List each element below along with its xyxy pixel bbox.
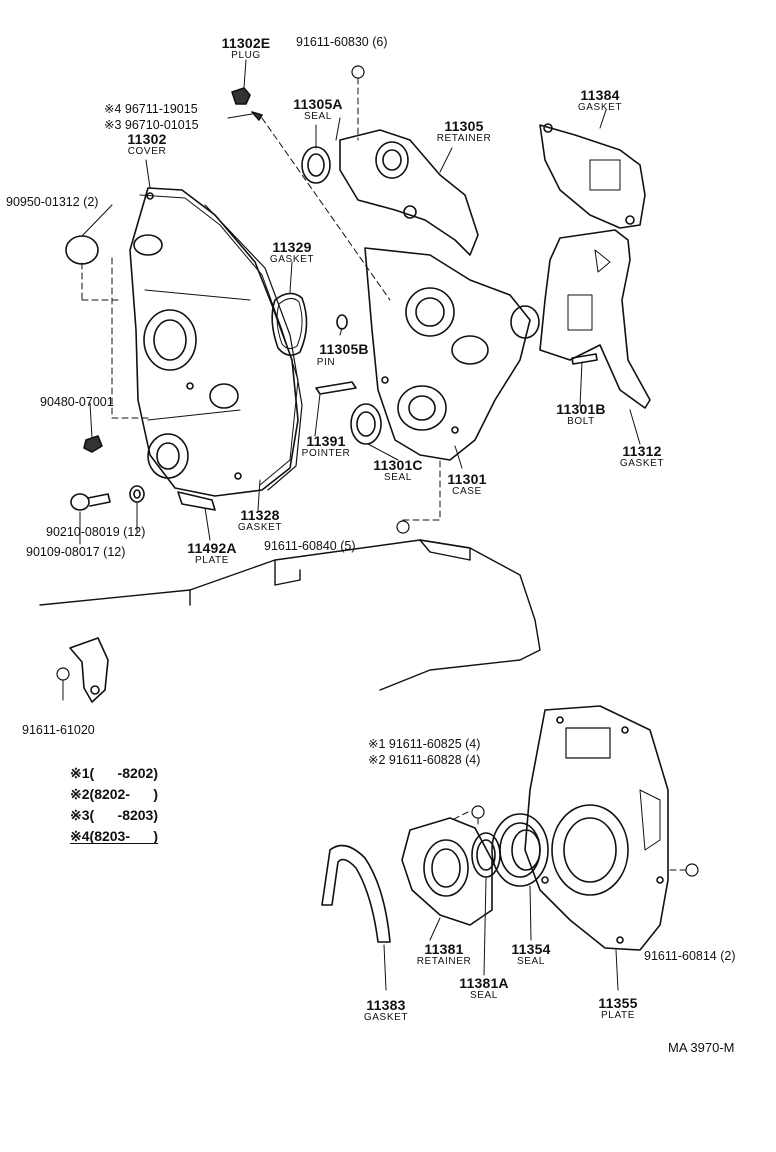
pin-11305b-drawing (336, 314, 348, 330)
drawing-reference: MA 3970-M (668, 1040, 735, 1055)
fastener-91611-60830: 91611-60830 (6) (296, 35, 388, 49)
gasket-11312-drawing (539, 229, 651, 409)
fastener-90480-07001: 90480-07001 (40, 395, 114, 409)
note-2: ※2(8202- ) (70, 786, 158, 802)
gasket-11329-drawing (271, 292, 308, 356)
fastener-91611-60825: ※1 91611-60825 (4) (368, 737, 481, 751)
retainer-11381-drawing (401, 817, 493, 926)
washer-drawing (129, 485, 145, 503)
bolt-90210-drawing (70, 493, 111, 511)
fastener-90109-08017: 90109-08017 (12) (26, 545, 126, 559)
retainer-11305-drawing (339, 129, 479, 256)
gasket-11383-drawing (321, 844, 391, 943)
label-11305b-name: PIN (316, 357, 336, 368)
note-1: ※1( -8202) (70, 765, 158, 781)
fastener-91611-60828: ※2 91611-60828 (4) (368, 753, 481, 767)
note-3: ※3( -8203) (70, 807, 158, 823)
note-4: ※4(8203- ) (70, 828, 158, 844)
timing-cover-11302-drawing (129, 187, 299, 497)
fastener-90950-01312: 90950-01312 (2) (6, 195, 99, 209)
fastener-91611-61020: 91611-61020 (22, 723, 95, 737)
gasket-11328-drawing (204, 204, 303, 491)
plug-11302e-drawing (231, 87, 251, 105)
seal-11301c-drawing (350, 403, 382, 445)
clip-drawing (251, 111, 263, 121)
fastener-91611-60840: 91611-60840 (5) (264, 539, 356, 553)
pointer-11391-drawing (315, 381, 357, 395)
fastener-96710-01015: ※3 96710-01015 (104, 118, 199, 132)
grommet-drawing (83, 435, 103, 453)
gasket-11384-drawing (539, 123, 646, 229)
seal-11381a-drawing (471, 832, 501, 878)
bolt-11301b-drawing (571, 353, 598, 365)
plate-11355-drawing (524, 705, 669, 951)
plate-11492a-drawing (177, 491, 216, 511)
engine-block-outline (39, 539, 541, 691)
alignment-lines (81, 77, 687, 871)
seal-11305a-drawing (301, 146, 331, 184)
case-11301-drawing (364, 247, 540, 461)
fastener-91611-60814: 91611-60814 (2) (644, 949, 736, 963)
leader-lines (62, 59, 641, 991)
fastener-90210-08019: 90210-08019 (12) (46, 525, 146, 539)
bracket-drawing (69, 637, 109, 703)
fastener-96711-19015: ※4 96711-19015 (104, 102, 198, 116)
label-11305b: 11305B (319, 341, 369, 357)
cap-drawing (65, 235, 99, 265)
